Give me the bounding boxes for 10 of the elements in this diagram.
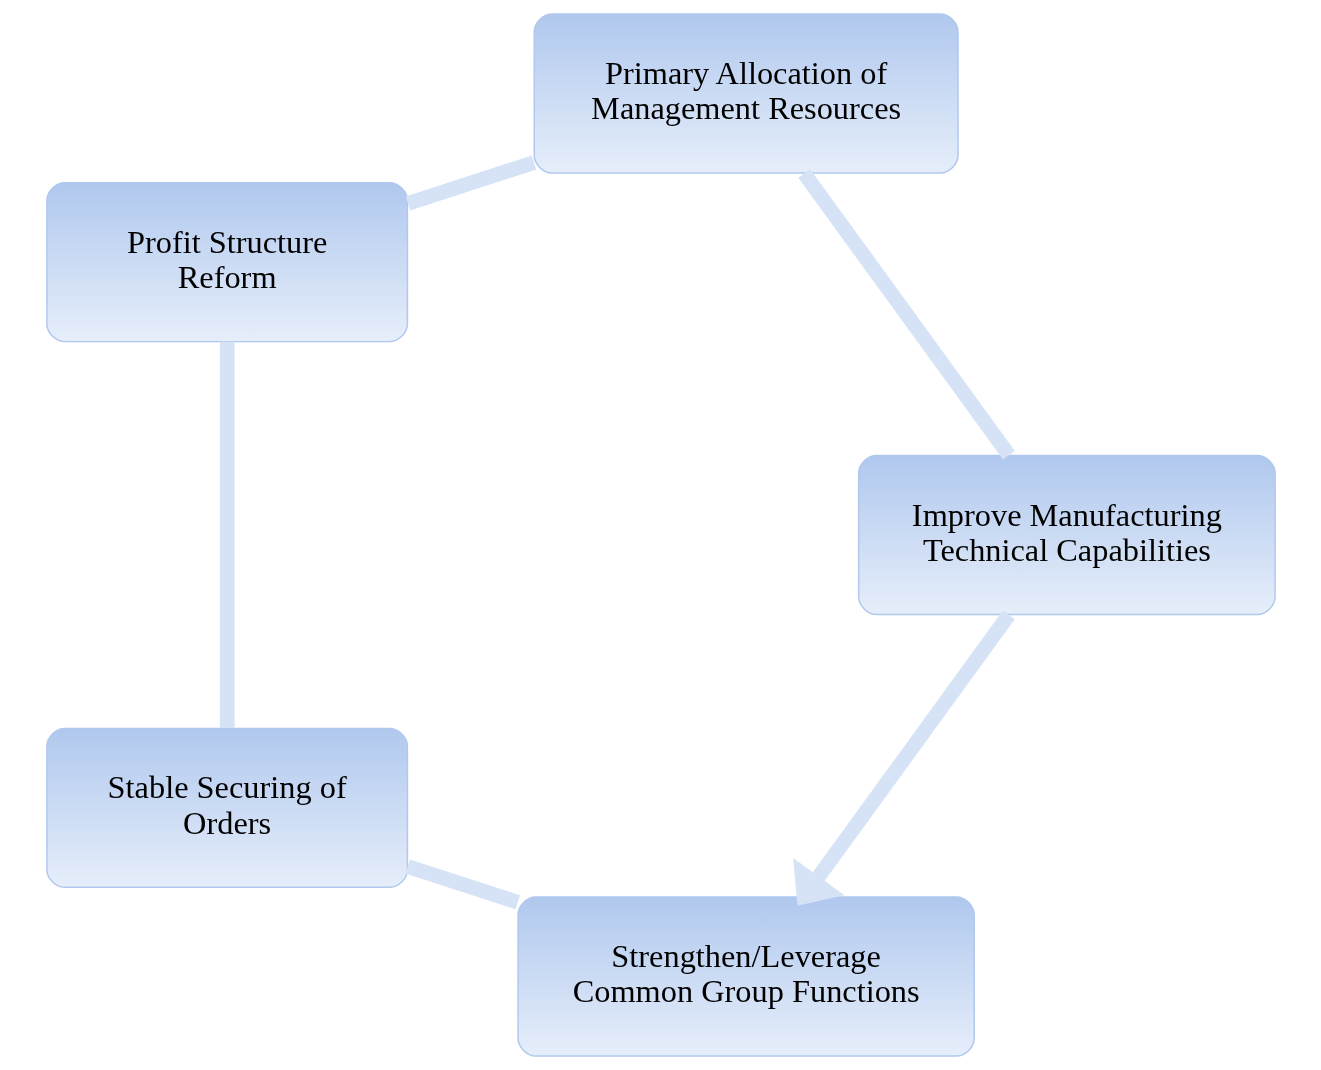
- node-box: Primary Allocation of Management Resources: [533, 13, 959, 174]
- node-box: Profit Structure Reform: [45, 181, 408, 343]
- arrow: [792, 610, 1015, 906]
- node-box: Improve Manufacturing Technical Capabilities: [857, 454, 1276, 616]
- connector: [219, 341, 234, 728]
- node-box: Stable Securing of Orders: [45, 727, 408, 889]
- connector: [405, 155, 536, 211]
- node-box: Strengthen/Leverage Common Group Functions: [516, 896, 975, 1057]
- connector: [797, 169, 1015, 460]
- connector: [404, 859, 520, 910]
